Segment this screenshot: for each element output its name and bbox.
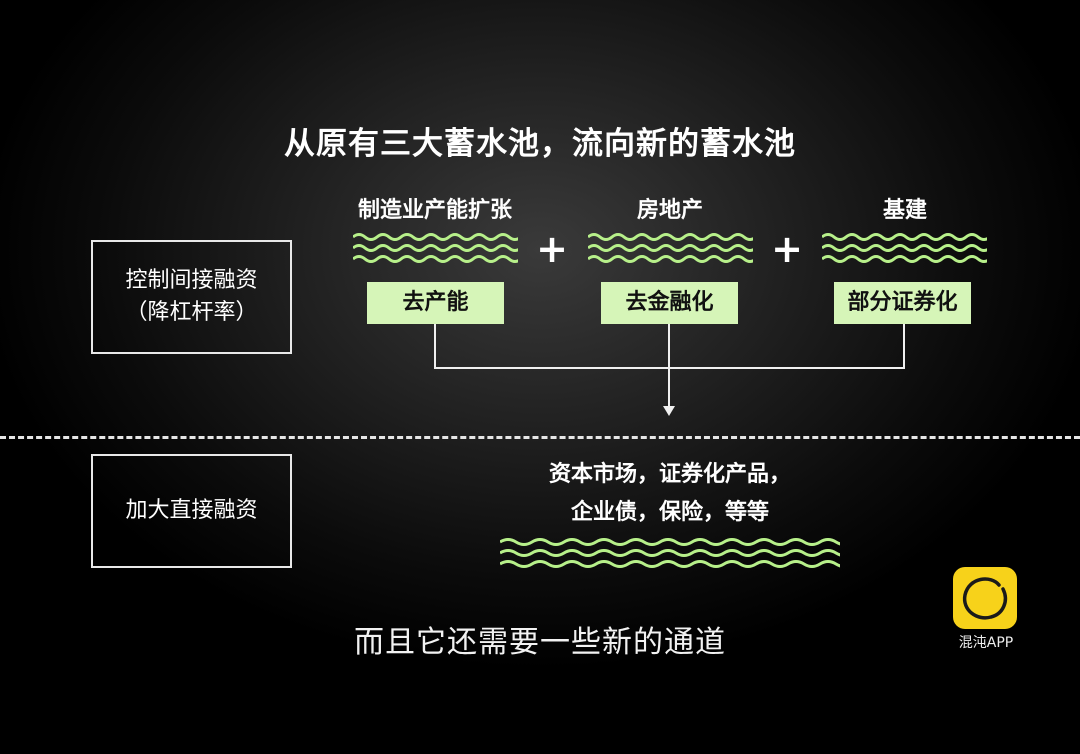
tag-definancialization: 去金融化 (601, 282, 738, 324)
divider-dashed (0, 436, 1080, 439)
hundun-logo-icon (953, 567, 1017, 629)
new-pool-line2: 企业债，保险，等等 (570, 500, 769, 525)
new-pool-line1: 资本市场，证券化产品， (548, 462, 791, 487)
new-pool-description: 资本市场，证券化产品， 企业债，保险，等等 (480, 456, 860, 532)
wave-icon-new-pool (500, 538, 840, 568)
column-label-real-estate: 房地产 (636, 198, 703, 223)
video-subtitle: 而且它还需要一些新的通道 (354, 625, 726, 660)
plus-icon-2: + (771, 227, 803, 271)
plus-icon-1: + (536, 227, 568, 271)
indirect-financing-label: 控制间接融资 (125, 268, 258, 294)
wave-icon-infrastructure (822, 233, 987, 263)
tag-partial-securitization: 部分证券化 (834, 282, 971, 324)
deleverage-label: （降杠杆率） (125, 300, 258, 325)
column-label-manufacturing: 制造业产能扩张 (357, 198, 512, 223)
logo-label: 混沌APP (958, 635, 1014, 651)
slide-title: 从原有三大蓄水池，流向新的蓄水池 (284, 126, 796, 162)
tag-capacity-reduction: 去产能 (367, 282, 504, 324)
column-label-infrastructure: 基建 (882, 198, 927, 223)
wave-icon-real-estate (588, 233, 753, 263)
direct-financing-box: 加大直接融资 (91, 454, 292, 568)
direct-financing-label: 加大直接融资 (125, 498, 258, 524)
wave-icon-manufacturing (353, 233, 518, 263)
arrow-down-icon (663, 406, 675, 416)
indirect-financing-box: 控制间接融资 （降杠杆率） (91, 240, 292, 354)
